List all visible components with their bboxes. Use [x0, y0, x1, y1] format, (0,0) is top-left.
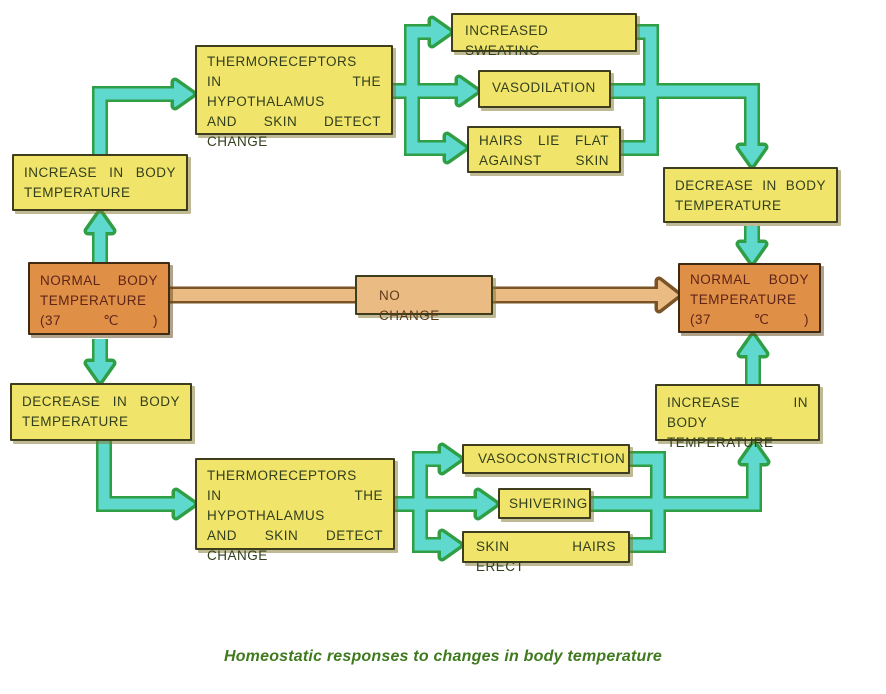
node-normal-body-temperature-right: NORMAL BODY TEMPERATURE (37 ℃) — [678, 263, 821, 333]
node-increase-in-body-temperature-lower: INCREASE IN BODY TEMPERATURE — [655, 384, 820, 450]
node-decrease-in-body-temperature-lower: DECREASE IN BODY TEMPERATURE — [10, 383, 192, 441]
node-no-change: NO CHANGE — [355, 275, 493, 323]
node-hairs-lie-flat-against-skin: HAIRS LIE FLAT AGAINST SKIN — [467, 126, 621, 173]
node-decrease-in-body-temperature-upper: DECREASE IN BODY TEMPERATURE — [663, 167, 838, 223]
node-normal-body-temperature-left: NORMAL BODY TEMPERATURE (37 ℃) — [28, 262, 170, 335]
node-skin-hairs-erect: SKIN HAIRS ERECT — [462, 531, 630, 574]
node-thermoreceptors-lower: THERMORECEPTORS IN THE HYPOTHALAMUS AND … — [195, 458, 395, 563]
node-thermoreceptors-upper: THERMORECEPTORS IN THE HYPOTHALAMUS AND … — [195, 45, 393, 149]
node-increased-sweating: INCREASED SWEATING — [451, 13, 637, 58]
node-vasodilation: VASODILATION — [478, 70, 611, 108]
node-shivering: SHIVERING — [498, 488, 591, 519]
cyan-arrows-fill — [94, 26, 760, 551]
cyan-arrowheads-fill — [87, 19, 767, 558]
node-vasoconstriction: VASOCONSTRICTION — [462, 444, 630, 474]
node-increase-in-body-temperature-upper: INCREASE IN BODY TEMPERATURE — [12, 154, 188, 211]
diagram-caption: Homeostatic responses to changes in body… — [223, 648, 663, 665]
